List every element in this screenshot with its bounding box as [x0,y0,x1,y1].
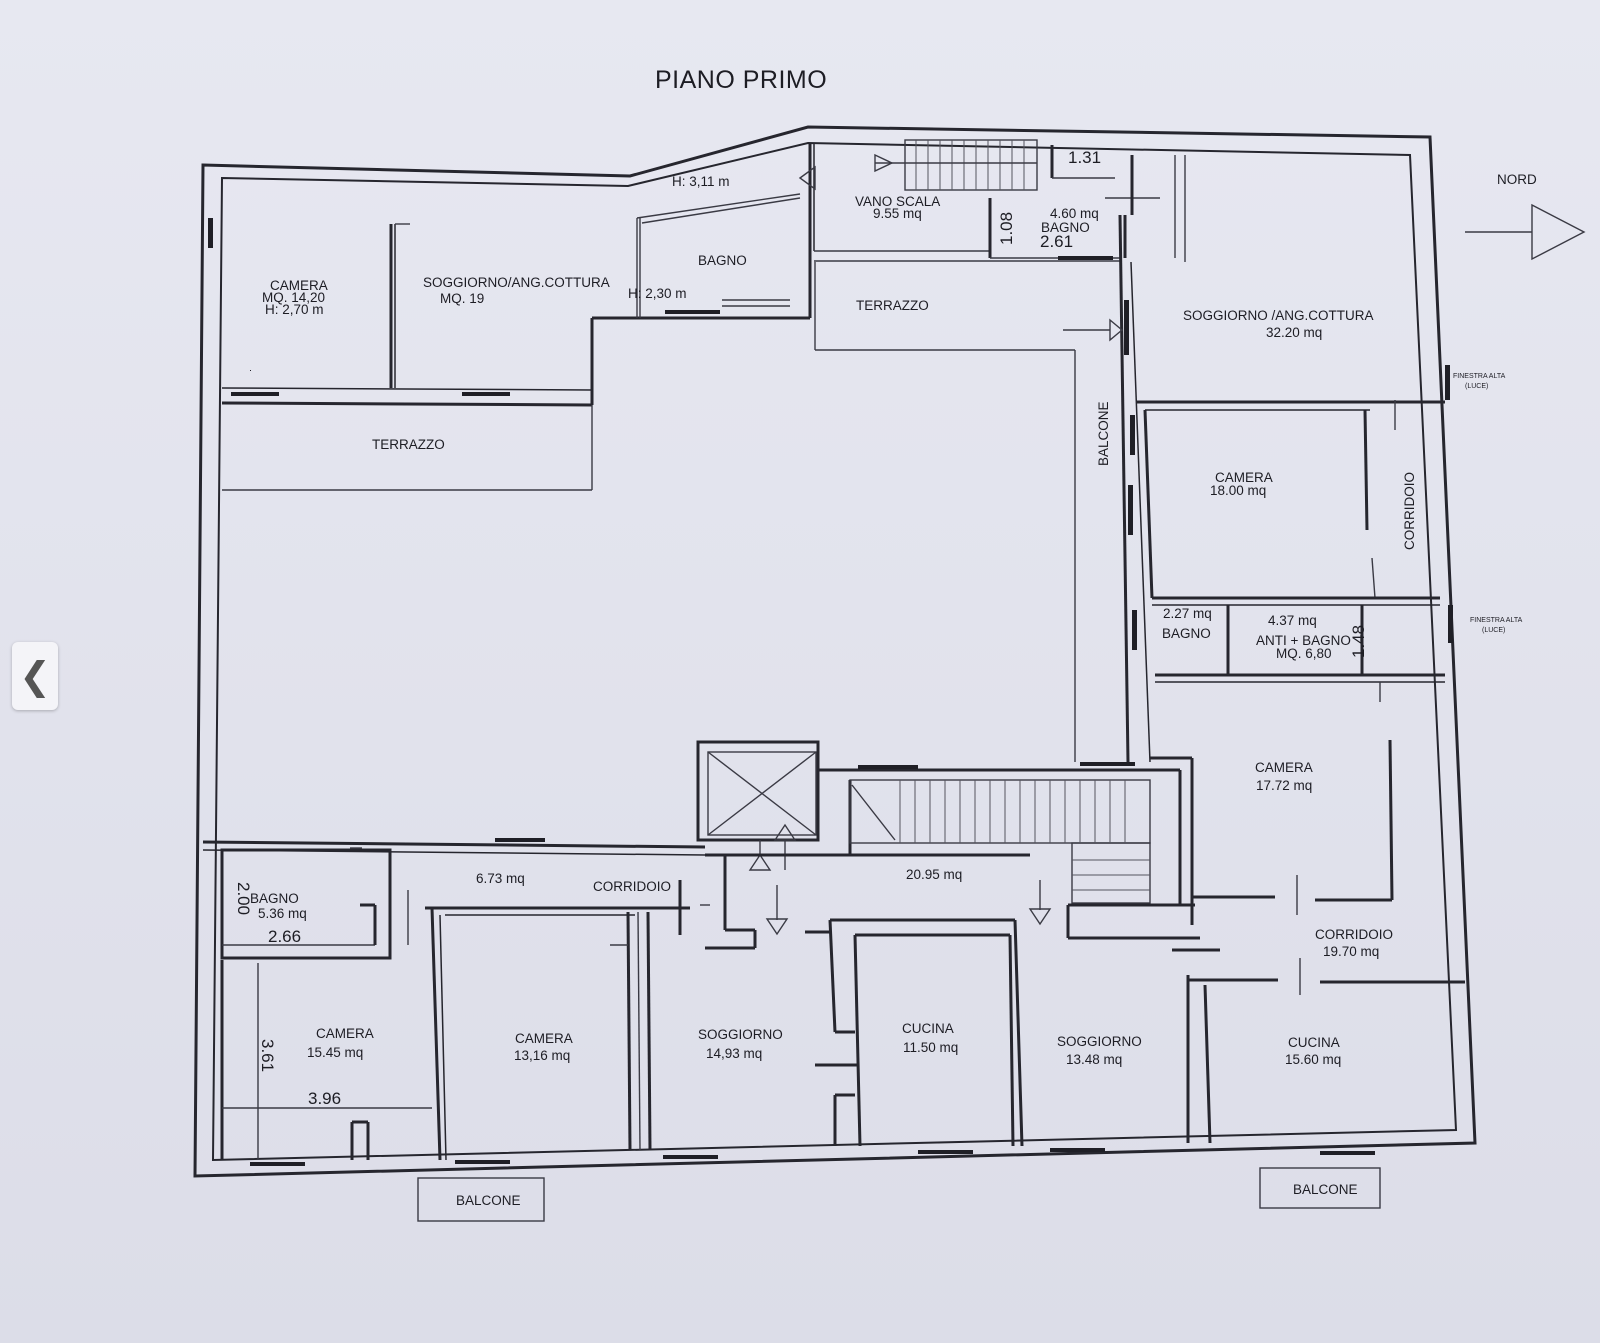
label-area-2095: 20.95 mq [906,867,962,882]
label-anti: ANTI + BAGNO [1256,633,1351,648]
label-corridoio-b: CORRIDOIO [1315,927,1393,942]
label-finestra-2-sub: (LUCE) [1482,627,1505,634]
label-camera-a-height: H: 2,70 m [265,302,324,317]
label-dim-361: 3.61 [258,1039,277,1072]
outer-walls [193,125,1477,1178]
bottom-units [202,370,1200,1166]
room-labels: H: 3,11 m H: 2,30 m CAMERA MQ. 14,20 H: … [234,148,1537,1208]
label-anti-total: MQ. 6,80 [1276,646,1332,661]
label-vano-scala: VANO SCALA [855,194,940,209]
label-soggiorno-d-area: 13.48 mq [1066,1052,1122,1067]
stair-top [798,139,1186,318]
label-soggiorno-b-area: 32.20 mq [1266,325,1322,340]
label-corridoio-a: CORRIDOIO [593,879,671,894]
label-camera-a: CAMERA [270,278,328,293]
plan-title: PIANO PRIMO [655,66,827,94]
label-camera-e: CAMERA [515,1031,573,1046]
top-left-unit [221,193,810,491]
label-soggiorno-c: SOGGIORNO [698,1027,783,1042]
north-arrow [1465,203,1586,261]
label-soggiorno-b: SOGGIORNO /ANG.COTTURA [1183,308,1374,323]
label-camera-b-area: 18.00 mq [1210,483,1266,498]
label-camera-e-area: 13,16 mq [514,1048,570,1063]
label-bagno-d-area: 5.36 mq [258,906,307,921]
label-corridoio-vertical: CORRIDOIO [1402,472,1417,550]
label-dim-148: 1.48 [1349,625,1368,658]
label-terrazzo-b: TERRAZZO [856,298,929,313]
label-soggiorno-a-area: MQ. 19 [440,291,484,306]
windows-top-left [208,218,720,396]
label-bagno-b: BAGNO [1041,220,1090,235]
label-bagno-c-area: 2.27 mq [1163,606,1212,621]
label-camera-d-area: 15.45 mq [307,1045,363,1060]
label-dim-131: 1.31 [1068,148,1101,167]
label-balcone-vertical: BALCONE [1096,401,1111,466]
label-cucina-b-area: 15.60 mq [1285,1052,1341,1067]
chevron-left-icon: ❮ [19,654,51,698]
label-finestra-1: FINESTRA ALTA [1453,373,1506,380]
label-vano-scala-area: 9.55 mq [873,206,922,221]
label-dim-108: 1.08 [997,212,1016,245]
balcone-box-right [1259,1167,1381,1209]
label-bagno-b-area: 4.60 mq [1050,206,1099,221]
label-camera-d: CAMERA [316,1026,374,1041]
label-cucina-a-area: 11.50 mq [903,1040,958,1055]
label-soggiorno-d: SOGGIORNO [1057,1034,1142,1049]
back-button[interactable]: ❮ [12,642,58,710]
label-balcone-left: BALCONE [456,1193,521,1208]
label-finestra-1-sub: (LUCE) [1465,383,1488,390]
label-dim-261: 2.61 [1040,232,1073,251]
label-balcone-right: BALCONE [1293,1182,1358,1197]
label-soggiorno-a: SOGGIORNO/ANG.COTTURA [423,275,610,290]
balcone-box-left [417,1177,545,1222]
label-bagno-a: BAGNO [698,253,747,268]
label-camera-b: CAMERA [1215,470,1273,485]
label-dim-396: 3.96 [308,1089,341,1108]
label-cucina-b: CUCINA [1288,1035,1340,1050]
label-corridoio-b-area: 19.70 mq [1323,944,1379,959]
label-area-673: 6.73 mq [476,871,525,886]
terrace-center [814,214,1151,763]
label-dim-200: 2.00 [234,882,253,915]
label-terrazzo-a: TERRAZZO [372,437,445,452]
label-height-311: H: 3,11 m [672,174,730,189]
label-camera-c: CAMERA [1255,760,1313,775]
label-anti-area: 4.37 mq [1268,613,1317,628]
label-camera-c-area: 17.72 mq [1256,778,1312,793]
stair-bottom [851,780,1150,891]
label-soggiorno-c-area: 14,93 mq [706,1046,762,1061]
label-bagno-d: BAGNO [250,891,299,906]
label-dim-266: 2.66 [268,927,301,946]
label-height-230: H: 2,30 m [628,286,687,301]
label-finestra-2: FINESTRA ALTA [1470,617,1523,624]
label-cucina-a: CUCINA [902,1021,954,1036]
label-nord: NORD [1497,172,1537,187]
label-bagno-c: BAGNO [1162,626,1211,641]
label-camera-a-area: MQ. 14,20 [262,290,325,305]
